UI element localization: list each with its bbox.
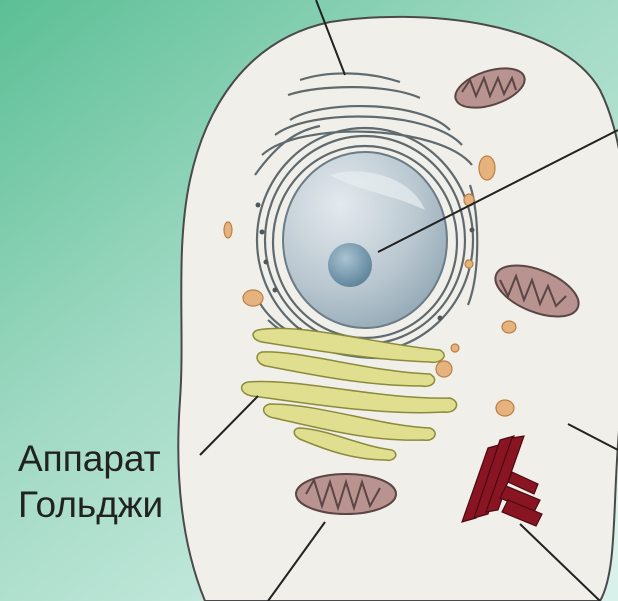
nucleolus-icon [328,243,372,287]
golgi-label-line1: Аппарат [18,436,161,482]
golgi-label-line2: Гольджи [18,482,163,528]
mitochondrion-icon [296,474,396,514]
